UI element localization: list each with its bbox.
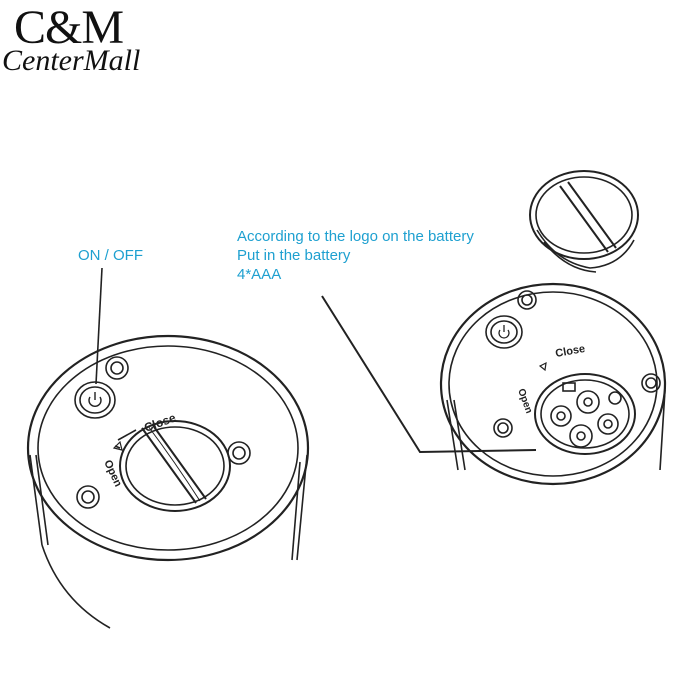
battery-callout-line2: Put in the battery [237,247,351,264]
left-post-top [105,356,129,380]
right-device-base [439,282,667,486]
power-icon [88,392,102,407]
right-post-top [517,290,537,310]
right-post-bottom [493,418,513,438]
battery-callout-line1: According to the logo on the battery [237,228,474,245]
left-close-arrow-line [117,429,137,441]
brand-logo-cm: C&M [14,1,124,54]
arrow-icon [112,440,123,451]
left-device-base [26,334,310,629]
power-icon [498,325,510,339]
battery-compartment [534,373,636,455]
removed-battery-cap [529,170,639,273]
right-close-marking: Close [554,343,586,360]
right-open-marking: Open [515,387,534,415]
left-post-right [227,441,251,465]
battery-leader-line [321,295,537,454]
right-power-button [485,315,523,349]
brand-logo-centermall: CenterMall [2,44,141,77]
battery-callout-line3: 4*AAA [237,266,282,283]
left-battery-cap [119,420,231,512]
power-callout-label: ON / OFF [78,247,143,264]
right-post-right [641,373,661,393]
left-power-button [74,381,116,419]
arrow-icon [538,361,547,372]
battery-icon [550,382,622,448]
left-close-marking: Close [142,410,178,434]
power-leader-line [95,267,103,385]
left-post-bottom [76,485,100,509]
